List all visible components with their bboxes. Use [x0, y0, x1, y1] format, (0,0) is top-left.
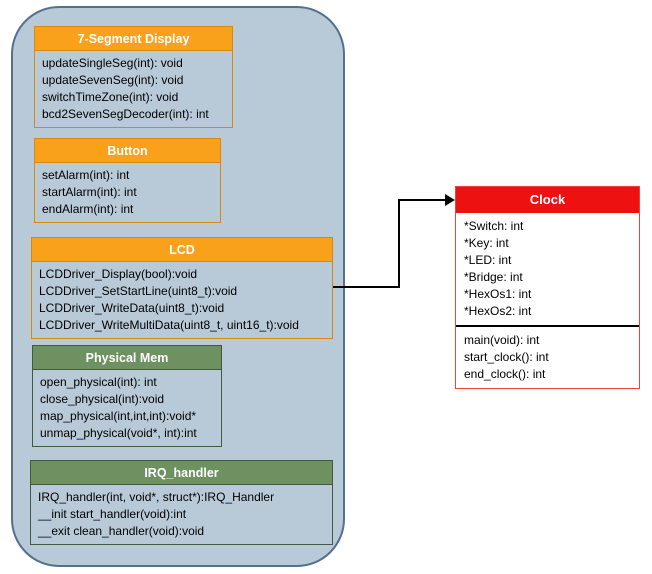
member-line: LCDDriver_WriteData(uint8_t):void: [39, 301, 225, 315]
member-line: bcd2SevenSegDecoder(int): int: [42, 107, 209, 121]
attribute-line: *LED: int: [464, 253, 512, 267]
class-members-lcd: LCDDriver_Display(bool):void LCDDriver_S…: [32, 262, 332, 338]
class-members-button: setAlarm(int): int startAlarm(int): int …: [35, 163, 220, 222]
member-line: map_physical(int,int,int):void*: [40, 409, 197, 423]
connector-line: [333, 199, 446, 288]
class-members-7-segment-display: updateSingleSeg(int): void updateSevenSe…: [35, 51, 232, 127]
attribute-line: *Switch: int: [464, 219, 524, 233]
class-members-irq-handler: IRQ_handler(int, void*, struct*):IRQ_Han…: [31, 485, 332, 544]
member-line: startAlarm(int): int: [42, 185, 137, 199]
attribute-line: *Key: int: [464, 236, 509, 250]
member-line: LCDDriver_SetStartLine(uint8_t):void: [39, 284, 238, 298]
method-line: end_clock(): int: [464, 367, 546, 381]
member-line: setAlarm(int): int: [42, 168, 130, 182]
member-line: switchTimeZone(int): void: [42, 90, 179, 104]
member-line: updateSingleSeg(int): void: [42, 56, 183, 70]
clock-section-divider: [456, 325, 639, 327]
method-line: start_clock(): int: [464, 350, 549, 364]
class-title-clock: Clock: [456, 187, 639, 213]
method-line: main(void): int: [464, 333, 540, 347]
class-title-lcd: LCD: [32, 238, 332, 262]
arrowhead-icon: [445, 194, 455, 206]
class-box-button[interactable]: Button setAlarm(int): int startAlarm(int…: [34, 138, 221, 223]
member-line: open_physical(int): int: [40, 375, 157, 389]
class-box-irq-handler[interactable]: IRQ_handler IRQ_handler(int, void*, stru…: [30, 460, 333, 545]
member-line: LCDDriver_Display(bool):void: [39, 267, 198, 281]
class-title-7-segment-display: 7-Segment Display: [35, 27, 232, 51]
class-box-physical-mem[interactable]: Physical Mem open_physical(int): int clo…: [32, 345, 222, 447]
member-line: close_physical(int):void: [40, 392, 165, 406]
attribute-line: *Bridge: int: [464, 270, 523, 284]
class-box-lcd[interactable]: LCD LCDDriver_Display(bool):void LCDDriv…: [31, 237, 333, 339]
class-title-button: Button: [35, 139, 220, 163]
member-line: LCDDriver_WriteMultiData(uint8_t, uint16…: [39, 318, 299, 332]
clock-attributes-section: *Switch: int *Key: int *LED: int *Bridge…: [456, 213, 639, 325]
class-title-irq-handler: IRQ_handler: [31, 461, 332, 485]
class-members-physical-mem: open_physical(int): int close_physical(i…: [33, 370, 221, 446]
attribute-line: *HexOs2: int: [464, 304, 532, 318]
clock-methods-section: main(void): int start_clock(): int end_c…: [456, 327, 639, 388]
class-box-7-segment-display[interactable]: 7-Segment Display updateSingleSeg(int): …: [34, 26, 233, 128]
member-line: __init start_handler(void):int: [38, 507, 187, 521]
member-line: __exit clean_handler(void):void: [38, 524, 205, 538]
class-title-physical-mem: Physical Mem: [33, 346, 221, 370]
member-line: IRQ_handler(int, void*, struct*):IRQ_Han…: [38, 490, 275, 504]
member-line: endAlarm(int): int: [42, 202, 134, 216]
member-line: unmap_physical(void*, int):int: [40, 426, 197, 440]
class-box-clock[interactable]: Clock *Switch: int *Key: int *LED: int *…: [455, 186, 640, 389]
attribute-line: *HexOs1: int: [464, 287, 532, 301]
member-line: updateSevenSeg(int): void: [42, 73, 184, 87]
